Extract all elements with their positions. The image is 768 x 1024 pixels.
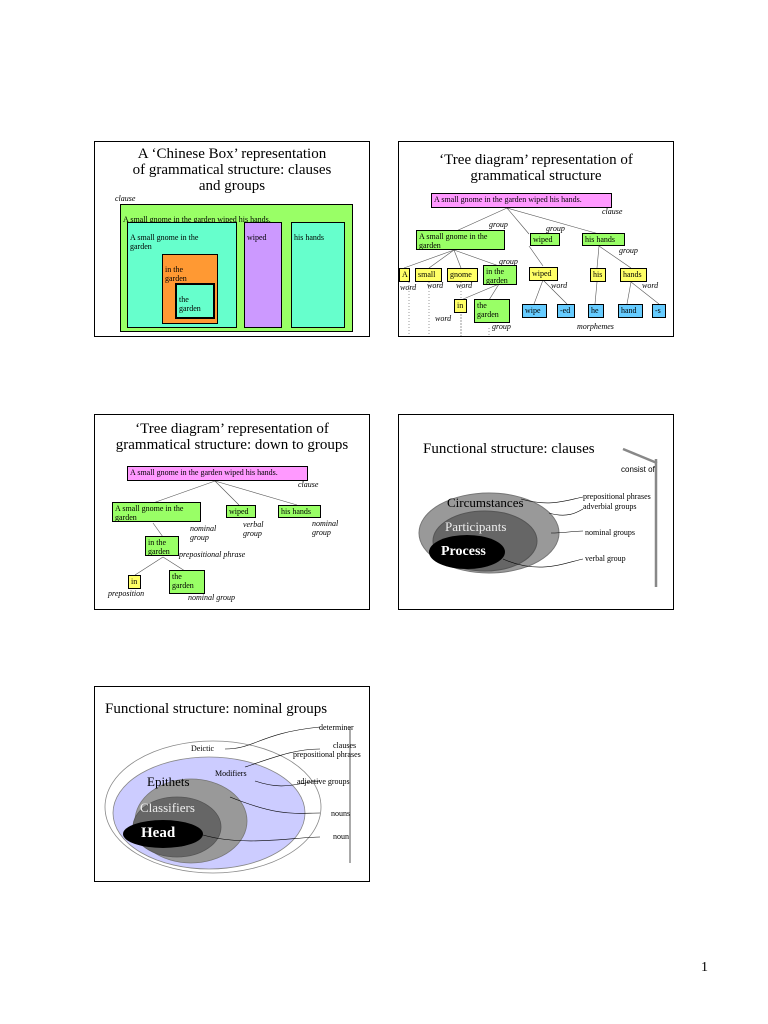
morpheme-s-box: -s <box>652 304 666 318</box>
word-gnome-box: gnome <box>447 268 478 282</box>
verbal-group-label: verbal group <box>243 520 264 538</box>
word-label: word <box>427 281 444 290</box>
word-label: word <box>642 281 659 290</box>
word-a-box: A <box>399 268 410 282</box>
slide-tree-diagram: ‘Tree diagram’ representation of grammat… <box>398 141 674 337</box>
epithets-label: Epithets <box>147 774 190 789</box>
word-in-box: in <box>454 299 467 313</box>
group-text: A small gnome in the garden <box>130 233 199 251</box>
pp-label: prepositional phrases <box>293 750 361 759</box>
group-label: group <box>619 246 638 255</box>
preposition-label: preposition <box>108 589 145 598</box>
nouns-label: nouns <box>331 809 351 818</box>
group-label: group <box>492 322 511 331</box>
nominal-group-label: nominal group <box>312 519 339 537</box>
group-nominal-box: A small gnome in the garden <box>112 502 201 522</box>
pp-text: in the garden <box>165 265 187 283</box>
word-hands-box: hands <box>620 268 647 282</box>
inner-nominal-box: the garden <box>175 283 215 319</box>
group-nominal-box: A small gnome in the garden <box>416 230 505 250</box>
participants-label: Participants <box>445 519 507 534</box>
adverbial-label: adverbial groups <box>583 502 637 511</box>
slide-chinese-box: A ‘Chinese Box’ representation of gramma… <box>94 141 370 337</box>
circumstances-label: Circumstances <box>447 495 524 510</box>
group-his-hands-box: his hands <box>278 505 321 518</box>
pp-label: prepositional phrases <box>583 492 651 501</box>
ellipse-diagram <box>104 726 351 874</box>
slide-title: Functional structure: nominal groups <box>105 701 328 717</box>
word-the-garden-box: the garden <box>474 299 510 323</box>
group-text: his hands <box>294 233 324 242</box>
pp-label: prepositional phrase <box>179 550 246 559</box>
slide-title: ‘Tree diagram’ representation of grammat… <box>439 152 633 184</box>
word-label: word <box>435 314 452 323</box>
group-text: wiped <box>247 233 267 242</box>
classifiers-label: Classifiers <box>140 800 195 815</box>
group-box-verbal: wiped <box>244 222 282 328</box>
nominal-group-label: nominal group <box>188 593 236 602</box>
clause-label: clause <box>298 480 319 489</box>
slide-functional-clauses: Functional structure: clauses consist of… <box>398 414 674 610</box>
page-number: 1 <box>701 960 708 975</box>
consist-of-label: consist of <box>621 465 655 474</box>
slide-title: A ‘Chinese Box’ representation of gramma… <box>132 146 332 194</box>
word-label: word <box>400 283 417 292</box>
word-small-box: small <box>415 268 442 282</box>
group-label: group <box>489 220 508 229</box>
tree-lines <box>134 480 298 576</box>
inner-text: the garden <box>179 295 201 313</box>
morpheme-he-box: he <box>588 304 604 318</box>
the-garden-box: the garden <box>169 570 205 594</box>
word-label: word <box>551 281 568 290</box>
clauses-label: clauses <box>333 741 357 750</box>
group-label: group <box>546 224 565 233</box>
word-in-the-garden-box: in the garden <box>483 265 517 285</box>
group-his-hands-box: his hands <box>582 233 625 246</box>
tree-lines <box>403 207 660 336</box>
process-label: Process <box>441 544 486 559</box>
nominal-groups-label: nominal groups <box>585 528 635 537</box>
root-clause-box: A small gnome in the garden wiped his ha… <box>431 193 612 208</box>
verbal-group-label: verbal group <box>585 554 626 563</box>
nominal-group-label: nominal group <box>190 524 217 542</box>
word-wiped-box: wiped <box>529 267 558 281</box>
morpheme-hand-box: hand <box>618 304 643 318</box>
adjective-groups-label: adjective groups <box>297 777 350 786</box>
noun-label: noun <box>333 832 349 841</box>
slide-title: ‘Tree diagram’ representation of grammat… <box>115 421 349 453</box>
head-label: Head <box>141 825 176 841</box>
root-clause-box: A small gnome in the garden wiped his ha… <box>127 466 308 481</box>
slide-tree-groups: ‘Tree diagram’ representation of grammat… <box>94 414 370 610</box>
morpheme-ed-box: -ed <box>557 304 575 318</box>
clause-label: clause <box>602 207 623 216</box>
determiner-label: determiner <box>319 723 354 732</box>
clause-label: clause <box>115 194 136 203</box>
morphemes-label: morphemes <box>577 322 614 331</box>
slide-functional-nominal: Functional structure: nominal groups det… <box>94 686 370 882</box>
pp-box: in the garden <box>145 536 179 556</box>
group-box-his-hands: his hands <box>291 222 345 328</box>
morpheme-wipe-box: wipe <box>522 304 547 318</box>
clause-text: A small gnome in the garden wiped his ha… <box>123 215 271 224</box>
modifiers-label: Modifiers <box>215 769 247 778</box>
group-verbal-box: wiped <box>530 233 560 246</box>
word-in-box: in <box>128 575 141 589</box>
word-label: word <box>456 281 473 290</box>
slide-title: Functional structure: clauses <box>423 441 595 457</box>
word-his-box: his <box>590 268 606 282</box>
group-verbal-box: wiped <box>226 505 256 518</box>
group-label: group <box>499 257 518 266</box>
ellipse-diagram <box>418 447 658 587</box>
deictic-label: Deictic <box>191 744 215 753</box>
